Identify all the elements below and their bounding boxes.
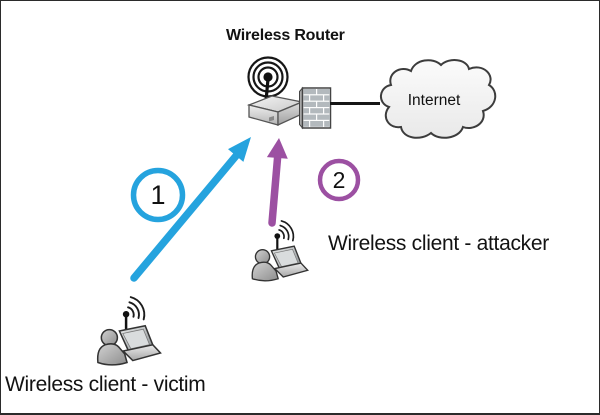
attacker-label: Wireless client - attacker: [328, 232, 549, 255]
brick-pattern: [303, 89, 330, 127]
internet-label: Internet: [408, 92, 461, 109]
marker-1-badge: 1: [130, 167, 186, 223]
arrow-1-head: [228, 137, 251, 162]
arrow-1-shaft: [130, 149, 242, 282]
firewall-internet-link: [330, 102, 380, 105]
internet-cloud-icon: Internet: [380, 59, 497, 139]
arrow-attacker-to-router: [266, 138, 288, 227]
arrow-2-head: [266, 138, 288, 159]
victim-label: Wireless client - victim: [5, 373, 206, 396]
marker-1-number: 1: [150, 180, 165, 210]
arrow-2-shaft: [268, 151, 282, 227]
marker-2-badge: 2: [317, 158, 361, 202]
marker-2-circle: [317, 158, 361, 202]
marker-2-number: 2: [333, 167, 346, 193]
firewall-icon: [299, 86, 332, 130]
router-label: Wireless Router: [226, 27, 345, 44]
arrow-victim-to-router: [130, 137, 251, 282]
attacker-client-icon: [241, 212, 317, 288]
victim-client-icon: [85, 287, 171, 373]
marker-1-circle: [130, 167, 186, 223]
